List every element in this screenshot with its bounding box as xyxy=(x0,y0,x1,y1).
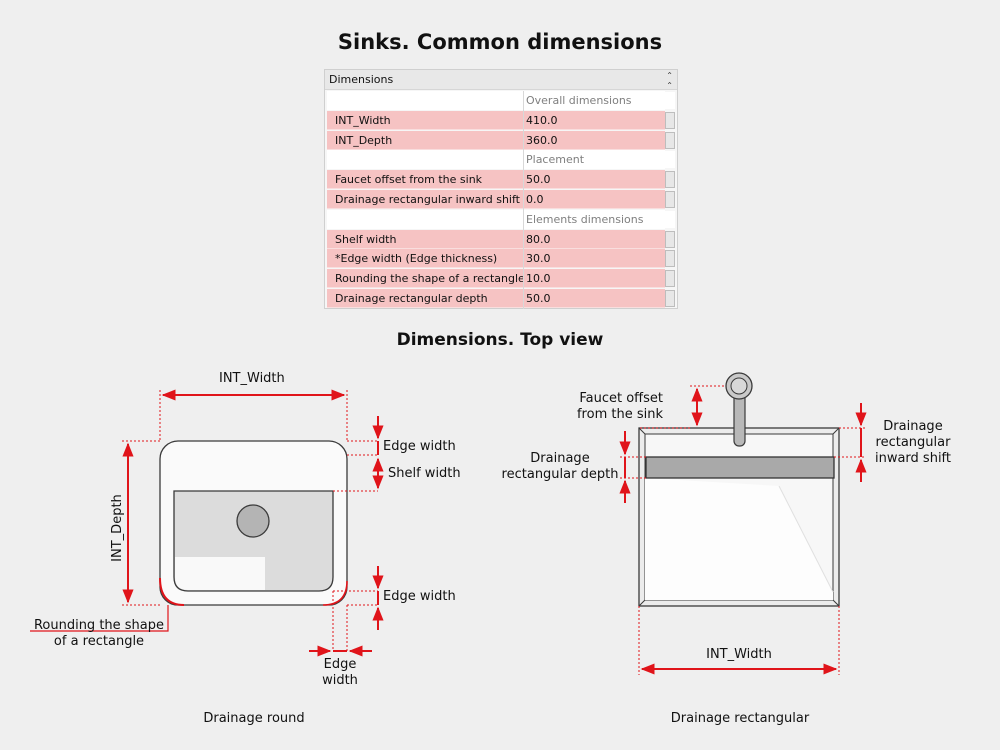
double-chevron-up-icon[interactable]: ⌃⌃ xyxy=(666,71,673,90)
int-depth-text: INT_Depth xyxy=(110,494,125,562)
row-scroll-cell xyxy=(665,92,675,109)
row-scroll-cell xyxy=(665,111,675,129)
property-name: Drainage rectangular depth xyxy=(327,288,523,308)
row-scroll-cell xyxy=(665,131,675,149)
property-row[interactable]: *Edge width (Edge thickness)30.0 xyxy=(327,249,675,269)
drainage-depth-label: Drainage rectangular depth xyxy=(496,451,624,483)
rounding-corner-marker xyxy=(159,577,185,606)
rectangular-drain-icon xyxy=(645,456,835,479)
edge-width-side-line2: width xyxy=(322,673,358,688)
faucet-offset-label: Faucet offset from the sink xyxy=(560,391,663,423)
round-drain-icon xyxy=(236,504,270,538)
row-scroll-cell xyxy=(665,210,675,228)
row-scroll-cell xyxy=(665,230,675,248)
edge-width-side-label: Edge width xyxy=(310,657,370,689)
faucet-offset-line1: Faucet offset xyxy=(579,391,663,406)
property-value[interactable]: 50.0 xyxy=(524,288,665,308)
property-name xyxy=(327,150,523,170)
row-scroll-cell xyxy=(665,289,675,307)
inward-shift-label: Drainage rectangular inward shift xyxy=(868,419,958,467)
int-width-label-left: INT_Width xyxy=(219,371,285,386)
edge-width-side-line1: Edge xyxy=(323,657,357,672)
row-scroll-cell xyxy=(665,250,675,268)
right-dimension-lines xyxy=(619,385,867,675)
property-name: Drainage rectangular inward shift xyxy=(327,189,523,209)
property-value[interactable]: 0.0 xyxy=(524,189,665,209)
inward-shift-line3: inward shift xyxy=(874,451,952,466)
property-name: Shelf width xyxy=(327,229,523,249)
rounding-label: Rounding the shape of a rectangle xyxy=(26,618,172,650)
property-name xyxy=(327,209,523,229)
int-depth-label-left: INT_Depth xyxy=(110,494,126,576)
faucet-offset-line2: from the sink xyxy=(576,407,663,422)
left-sink xyxy=(159,440,348,606)
property-value[interactable]: 80.0 xyxy=(524,229,665,249)
drainage-depth-line2: rectangular depth xyxy=(501,467,619,482)
caption-drainage-round: Drainage round xyxy=(203,711,305,726)
panel-header[interactable]: Dimensions ⌃⌃ xyxy=(325,70,677,90)
property-value[interactable]: 30.0 xyxy=(524,249,665,269)
property-value[interactable]: 10.0 xyxy=(524,269,665,289)
property-group-row: Overall dimensions xyxy=(327,91,675,111)
group-title: Overall dimensions xyxy=(524,91,665,110)
row-scroll-cell xyxy=(665,190,675,208)
drainage-depth-line1: Drainage xyxy=(530,451,590,466)
right-sink xyxy=(638,372,840,607)
property-name: Rounding the shape of a rectangle xyxy=(327,269,523,289)
property-name: *Edge width (Edge thickness) xyxy=(327,249,523,269)
edge-width-top-label: Edge width xyxy=(383,439,456,454)
property-group-row: Placement xyxy=(327,150,675,170)
property-name: INT_Depth xyxy=(327,130,523,150)
int-width-label-right: INT_Width xyxy=(706,647,772,662)
group-title: Placement xyxy=(524,150,665,170)
page-title: Sinks. Common dimensions xyxy=(337,30,663,54)
row-scroll-cell xyxy=(665,171,675,189)
property-name xyxy=(327,91,523,110)
inward-shift-line1: Drainage xyxy=(883,419,943,434)
row-scroll-cell xyxy=(665,270,675,288)
property-name: INT_Width xyxy=(327,110,523,130)
shelf-width-label: Shelf width xyxy=(388,466,461,481)
group-title: Elements dimensions xyxy=(524,209,665,229)
inward-shift-line2: rectangular xyxy=(875,435,951,450)
faucet-icon xyxy=(725,372,753,447)
column-divider xyxy=(523,91,524,309)
property-value[interactable]: 50.0 xyxy=(524,170,665,190)
caption-drainage-rectangular: Drainage rectangular xyxy=(670,711,810,726)
rounding-label-line2: of a rectangle xyxy=(53,634,145,649)
row-scroll-cell xyxy=(665,151,675,169)
rounding-label-line1: Rounding the shape xyxy=(33,618,165,633)
property-value[interactable]: 410.0 xyxy=(524,110,665,130)
section-title-top-view: Dimensions. Top view xyxy=(396,330,604,350)
panel-header-label: Dimensions xyxy=(329,73,394,86)
property-value[interactable]: 360.0 xyxy=(524,130,665,150)
left-dimension-lines xyxy=(30,389,384,657)
edge-width-bottom-label: Edge width xyxy=(383,589,456,604)
property-name: Faucet offset from the sink xyxy=(327,170,523,190)
property-group-row: Elements dimensions xyxy=(327,209,675,230)
